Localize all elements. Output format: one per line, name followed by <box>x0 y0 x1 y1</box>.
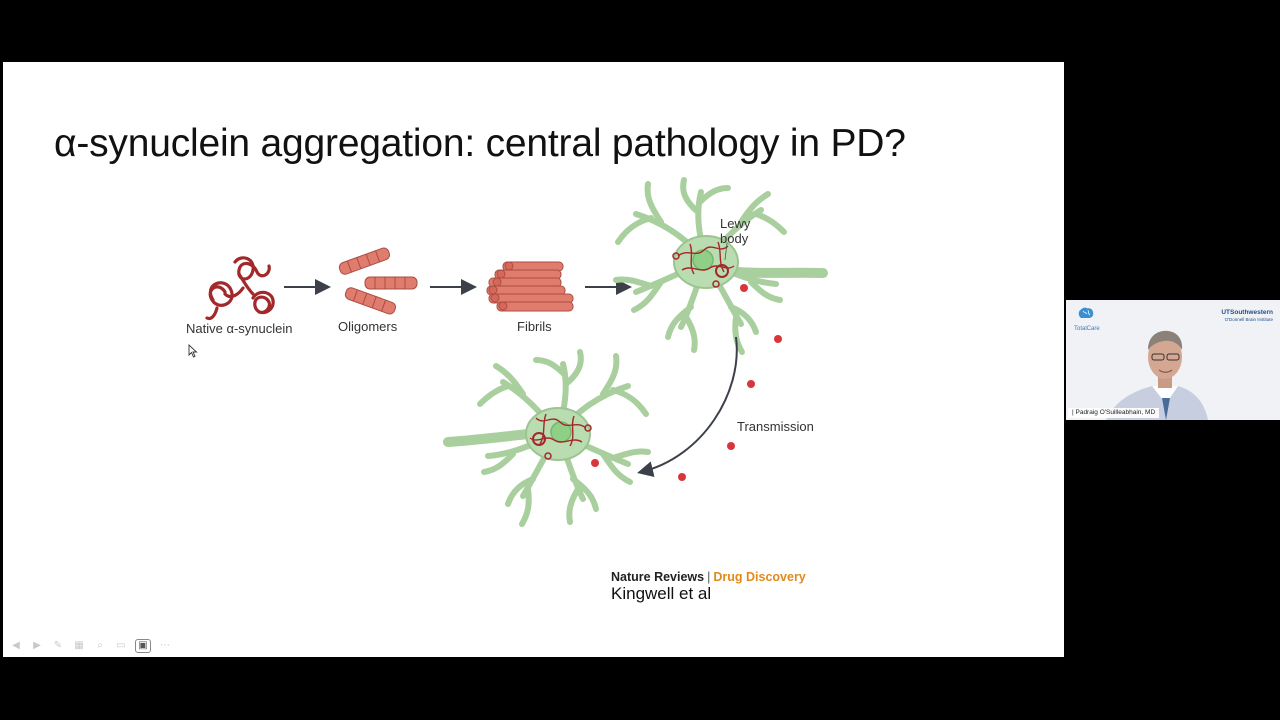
native-synuclein-icon <box>205 256 275 321</box>
zoom-button[interactable]: ⌕ <box>97 640 103 651</box>
synuclein-figure: Native α-synuclein Oligomers Fibrils Lew… <box>186 62 828 657</box>
participant-video-icon <box>1066 300 1280 420</box>
totalcare-logo-text: TotalCare <box>1074 326 1100 332</box>
pen-button[interactable]: ✎ <box>53 640 63 651</box>
journal-name: Nature Reviews <box>611 570 705 584</box>
mouse-cursor-icon <box>188 344 198 358</box>
transmission-arrow <box>637 336 738 477</box>
fibrils-icon <box>486 261 574 312</box>
slides-grid-button[interactable]: ▦ <box>74 640 84 651</box>
neuron-with-lewy-body <box>616 180 828 352</box>
next-slide-button[interactable]: ▶ <box>33 640 41 651</box>
brain-logo-icon <box>1078 307 1094 318</box>
slideshow-toolbar: ◀ ▶ ✎ ▦ ⌕ ▭ ▣ ⋯ <box>9 639 172 653</box>
oligomers-label: Oligomers <box>338 319 398 334</box>
subtitles-button[interactable]: ▭ <box>116 640 126 651</box>
oligomers-icon <box>338 247 418 315</box>
camera-button[interactable]: ▣ <box>135 639 151 653</box>
journal-separator: | <box>707 570 711 584</box>
institution-name: UTSouthwestern <box>1221 309 1273 316</box>
native-synuclein-label: Native α-synuclein <box>186 321 293 336</box>
neuron-recipient <box>443 352 648 524</box>
released-aggregates <box>591 284 782 481</box>
presentation-slide: α-synuclein aggregation: central patholo… <box>3 62 1064 657</box>
fibrils-label: Fibrils <box>517 319 552 334</box>
more-options-button[interactable]: ⋯ <box>160 640 170 651</box>
citation: Nature Reviews|Drug Discovery Kingwell e… <box>611 570 806 604</box>
totalcare-logo: TotalCare <box>1074 307 1100 332</box>
citation-author: Kingwell et al <box>611 584 712 603</box>
lewy-body-label-line2: body <box>720 231 749 246</box>
lewy-body-label-line1: Lewy <box>720 216 751 231</box>
journal-credit: Nature Reviews|Drug Discovery <box>611 570 806 584</box>
slide-title: α-synuclein aggregation: central patholo… <box>54 122 906 165</box>
participant-name-label: | Padraig O'Suilleabhain, MD <box>1068 408 1160 418</box>
institution-subtitle: O'Donnell Brain Institute <box>1224 317 1273 322</box>
participant-video-tile[interactable]: TotalCare UTSouthwestern O'Donnell Brain… <box>1066 300 1280 420</box>
transmission-label: Transmission <box>737 419 814 434</box>
institution-logo: UTSouthwestern O'Donnell Brain Institute <box>1221 309 1273 323</box>
previous-slide-button[interactable]: ◀ <box>12 640 20 651</box>
journal-section: Drug Discovery <box>713 570 806 584</box>
